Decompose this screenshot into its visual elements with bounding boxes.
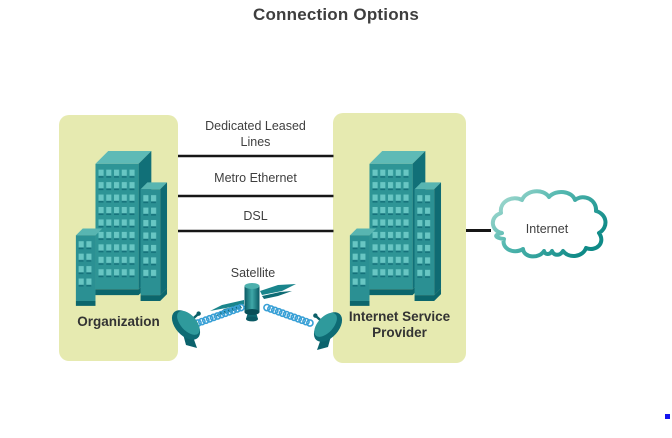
internet-cloud-label: Internet — [525, 222, 569, 236]
organization-label: Organization — [77, 314, 160, 329]
isp-label: Internet Service Provider — [348, 309, 451, 340]
isp-node-box: Internet Service Provider — [333, 113, 466, 363]
satellite-signal-left — [194, 303, 245, 327]
satellite-signal-right — [263, 303, 314, 327]
satellite-label: Satellite — [230, 266, 276, 280]
organization-node-box: Organization — [59, 115, 178, 361]
satellite-icon — [210, 283, 296, 322]
diagram-title: Connection Options — [252, 5, 420, 24]
blue-dot-artifact — [665, 414, 670, 419]
dedicated-leased-lines-label: Dedicated Leased Lines — [205, 119, 306, 149]
metro-ethernet-label: Metro Ethernet — [214, 171, 297, 185]
dsl-label: DSL — [243, 209, 268, 223]
